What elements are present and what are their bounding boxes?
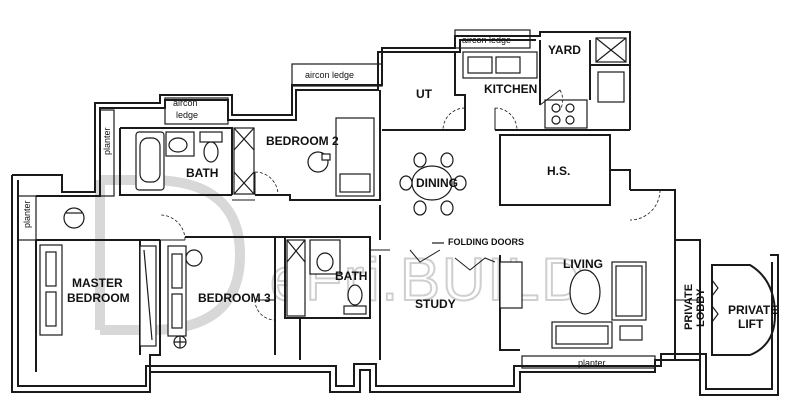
internal-walls [35, 40, 701, 372]
dining-label: DINING [416, 176, 458, 190]
planter-bottom-area: planter [521, 355, 656, 369]
living-furniture [499, 261, 647, 349]
planter-bottom-label: planter [578, 358, 606, 368]
aircon-ledge-left-line1: aircon [173, 98, 198, 108]
bath-1-fixtures [135, 127, 255, 195]
dining-set [399, 152, 467, 216]
ut-label: UT [416, 87, 433, 101]
aircon-ledge-mid-label: aircon ledge [305, 70, 354, 80]
study-label: STUDY [415, 297, 456, 311]
aircon-ledge-left-line2: ledge [176, 110, 198, 120]
living-label: LIVING [563, 257, 603, 271]
folding-doors-label: FOLDING DOORS [448, 237, 524, 247]
private-lift-label-1: PRIVATE [728, 303, 778, 317]
private-lift-label-2: LIFT [738, 317, 764, 331]
aircon-ledge-mid: aircon ledge [291, 63, 383, 87]
lift-shaft [711, 264, 777, 356]
aircon-ledge-left: aircon ledge [164, 97, 229, 125]
doors [159, 89, 700, 321]
bath-2-label: BATH [335, 269, 367, 283]
private-lobby-label-1: PRIVATE [683, 284, 695, 330]
kitchen-label: KITCHEN [484, 82, 537, 96]
bedroom-2-fixtures [307, 117, 375, 197]
planter-left-label: planter [22, 200, 32, 228]
kitchen-fixtures [462, 37, 627, 129]
outer-walls [11, 31, 779, 396]
master-bedroom-label-2: BEDROOM [67, 291, 130, 305]
bedroom-3-label: BEDROOM 3 [198, 291, 271, 305]
hs-label: H.S. [547, 164, 570, 178]
bedroom-2-label: BEDROOM 2 [266, 134, 339, 148]
master-bedroom-fixtures [39, 207, 157, 347]
yard-label: YARD [548, 43, 581, 57]
aircon-ledge-top: aircon ledge [454, 29, 531, 49]
private-lobby-label-2: LOBBY [695, 288, 707, 327]
bedroom-3-fixtures [167, 245, 203, 349]
bath-1-label: BATH [186, 166, 218, 180]
aircon-ledge-top-label: aircon ledge [462, 35, 511, 45]
master-bedroom-label-1: MASTER [72, 276, 123, 290]
planter-left-area: planter [17, 195, 37, 241]
planter-left-top-area: planter [99, 109, 115, 197]
bath-2-fixtures [286, 239, 367, 317]
planter-left-top-label: planter [102, 127, 112, 155]
room-labels: MASTER BEDROOM BEDROOM 2 BEDROOM 3 BATH … [67, 43, 778, 331]
